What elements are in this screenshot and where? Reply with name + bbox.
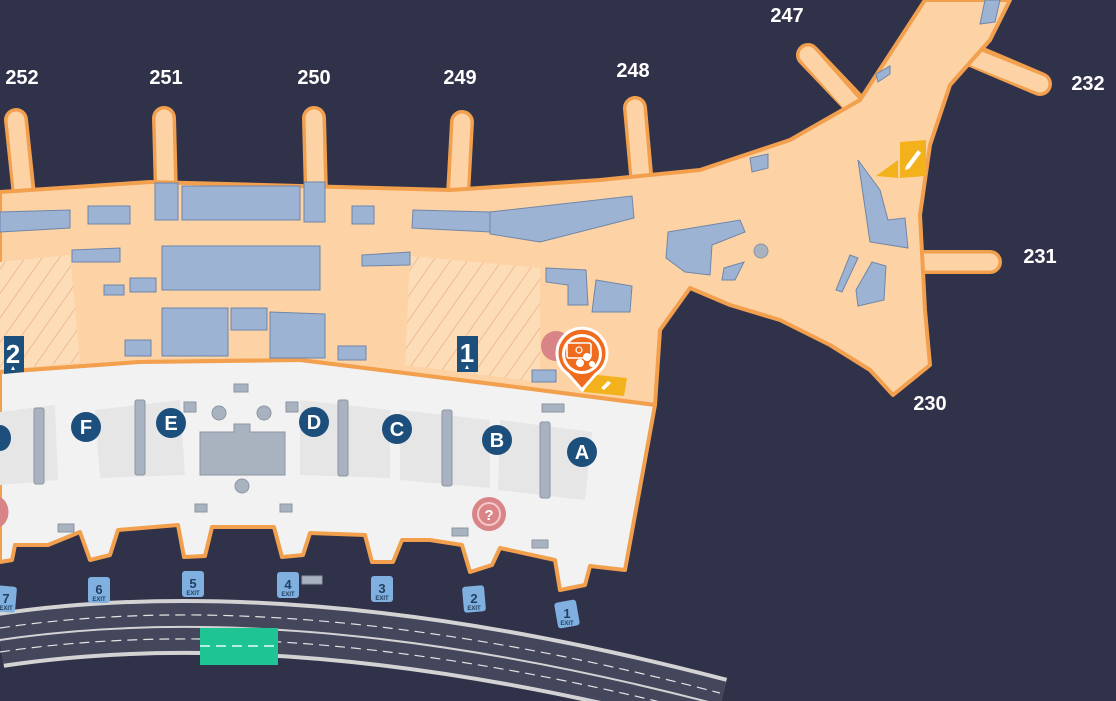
zone-d-marker: D (299, 407, 329, 437)
yellow-marker-terminal[interactable] (584, 374, 627, 396)
security-checkpoint-2[interactable]: 2 (4, 336, 24, 374)
svg-text:6: 6 (95, 582, 102, 597)
zone-b-marker: B (482, 425, 512, 455)
svg-text:A: A (575, 442, 589, 464)
checkin-zone-markers[interactable]: F E D C B A (0, 407, 597, 467)
svg-text:2: 2 (470, 591, 477, 606)
svg-text:B: B (490, 430, 504, 452)
svg-text:EXIT: EXIT (375, 596, 389, 602)
gate-231-label: 231 (1023, 246, 1056, 268)
svg-text:1: 1 (563, 606, 570, 621)
gate-230-label: 230 (913, 393, 946, 415)
pen-icon[interactable] (876, 140, 926, 178)
svg-text:EXIT: EXIT (467, 606, 481, 612)
zone-a-marker: A (567, 437, 597, 467)
svg-text:2: 2 (6, 339, 20, 369)
svg-text:5: 5 (189, 576, 196, 591)
svg-text:EXIT: EXIT (560, 621, 574, 627)
information-icon[interactable]: ? (472, 497, 506, 531)
zone-f-marker: F (71, 412, 101, 442)
gate-232-label: 232 (1071, 73, 1104, 95)
shops (0, 0, 1001, 383)
svg-text:4: 4 (284, 577, 292, 592)
gate-251-label: 251 (149, 67, 182, 89)
currency-exchange-pin-icon[interactable] (555, 326, 609, 393)
svg-text:EXIT: EXIT (186, 591, 200, 597)
svg-text:EXIT: EXIT (92, 597, 106, 603)
svg-text:1: 1 (460, 338, 474, 368)
svg-text:E: E (164, 413, 177, 435)
zone-e-marker: E (156, 408, 186, 438)
svg-text:?: ? (484, 507, 493, 524)
gate-247-label: 247 (770, 5, 803, 27)
svg-text:D: D (307, 412, 321, 434)
svg-text:EXIT: EXIT (281, 592, 295, 598)
gate-labels: 252 251 250 249 248 247 232 231 230 (5, 5, 1104, 415)
hatched-area-mid (405, 256, 540, 382)
svg-text:C: C (390, 419, 404, 441)
svg-text:7: 7 (2, 591, 9, 606)
information-icon[interactable] (0, 497, 9, 527)
zone-c-marker: C (382, 414, 412, 444)
gate-252-label: 252 (5, 67, 38, 89)
gate-250-label: 250 (297, 67, 330, 89)
svg-text:F: F (80, 417, 92, 439)
road (0, 598, 728, 701)
counter-desks (33, 383, 565, 585)
security-checkpoint-1[interactable]: 1 (457, 336, 478, 372)
svg-text:EXIT: EXIT (0, 606, 13, 612)
svg-text:3: 3 (378, 581, 385, 596)
gate-249-label: 249 (443, 67, 476, 89)
gate-248-label: 248 (616, 60, 649, 82)
